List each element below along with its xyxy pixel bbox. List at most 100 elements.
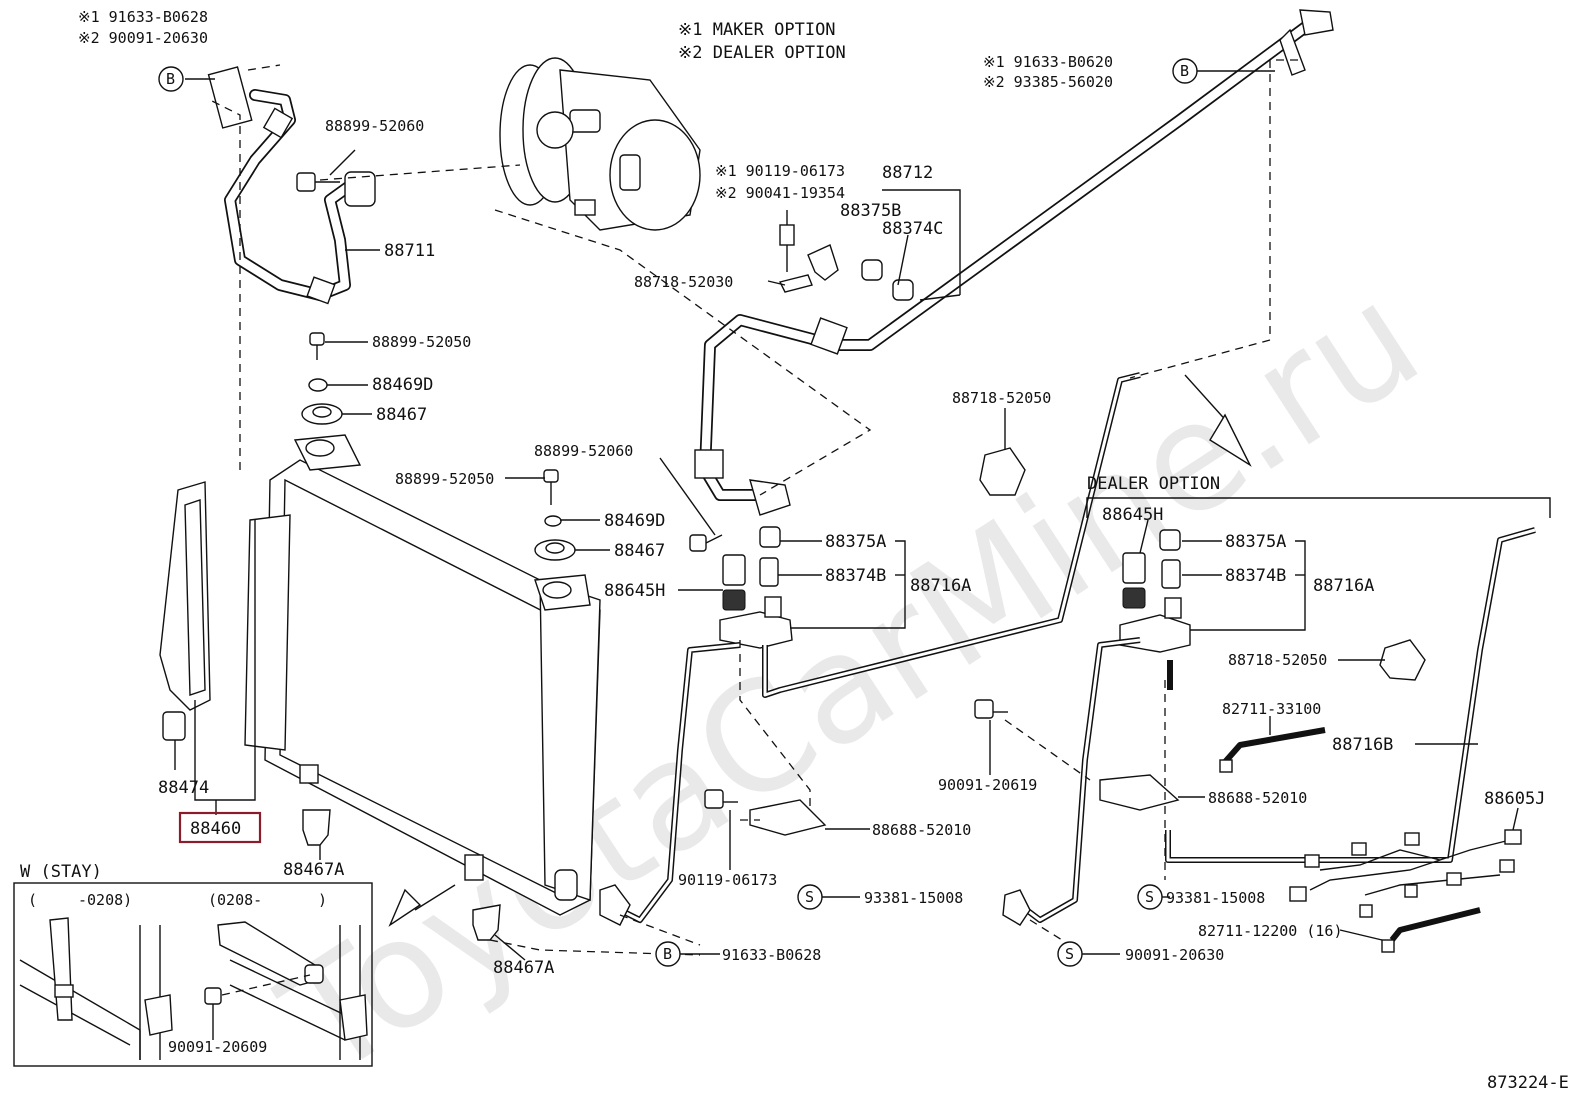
- stay-title: W (STAY): [20, 862, 102, 882]
- oring-88374C[interactable]: [892, 279, 914, 301]
- marker-s-dealer: S: [1137, 884, 1163, 910]
- label-d-88374B: 88374B: [1225, 566, 1286, 586]
- label-d-93381-15008: 93381-15008: [1166, 889, 1265, 907]
- d-bracket-88688-52010[interactable]: [1099, 774, 1180, 811]
- d-tie-82711-12200[interactable]: [1381, 907, 1481, 953]
- pipe-88712[interactable]: [694, 9, 1334, 516]
- label-tr-opt2: ※2 93385-56020: [983, 73, 1113, 91]
- stay-range-left: -0208): [78, 891, 132, 909]
- label-d-82711-33100: 82711-33100: [1222, 700, 1321, 718]
- d-pipe-88716B[interactable]: [1165, 527, 1536, 863]
- label-d-88716A: 88716A: [1313, 576, 1374, 596]
- washer-88469D-mid[interactable]: [544, 515, 562, 527]
- label-88467-top: 88467: [376, 405, 427, 425]
- label-88474: 88474: [158, 778, 209, 798]
- dashed-leaders: [209, 59, 1298, 956]
- svg-text:B: B: [1180, 62, 1189, 80]
- label-d-88718-52050: 88718-52050: [1228, 651, 1327, 669]
- oring-88374B[interactable]: [759, 557, 779, 587]
- cushion-88467-top[interactable]: [301, 403, 343, 425]
- oring-88375B[interactable]: [861, 259, 883, 281]
- label-88375A: 88375A: [825, 532, 886, 552]
- stay-range-left-open: (: [28, 891, 37, 909]
- label-88469D-top: 88469D: [372, 375, 433, 395]
- bolt-88899-52050-mid[interactable]: [543, 469, 559, 505]
- d-bolt-90091-20619[interactable]: [974, 699, 1008, 719]
- clamp-88718-52030[interactable]: [778, 244, 839, 293]
- svg-text:B: B: [663, 945, 672, 963]
- label-tr-opt1: ※1 91633-B0620: [983, 53, 1113, 71]
- d-oring-88374B[interactable]: [1161, 559, 1181, 589]
- label-bolt-opt1: ※1 90119-06173: [715, 162, 845, 180]
- label-d-90091-20630: 90091-20630: [1125, 946, 1224, 964]
- label-tl-opt2: ※2 90091-20630: [78, 29, 208, 47]
- label-88899-52050-mid: 88899-52050: [395, 470, 494, 488]
- label-d-88375A: 88375A: [1225, 532, 1286, 552]
- pipe-88716A[interactable]: [599, 372, 1141, 926]
- block-88716A[interactable]: [719, 596, 793, 649]
- label-88718-52050-mid: 88718-52050: [952, 389, 1051, 407]
- label-88645H: 88645H: [604, 581, 665, 601]
- d-plug-88375A[interactable]: [1159, 529, 1181, 551]
- label-88375B: 88375B: [840, 201, 901, 221]
- cushion-88467-mid[interactable]: [534, 539, 576, 561]
- marker-s-mid: S: [797, 884, 823, 910]
- stay-inset: W (STAY) ( -0208) (0208- ) 90091-20609: [13, 862, 373, 1067]
- diagram-code: 873224-E: [1487, 1073, 1569, 1093]
- highlight-box-88460: [178, 811, 262, 844]
- label-88716A: 88716A: [910, 576, 971, 596]
- d-tie-82711-33100[interactable]: [1219, 727, 1326, 773]
- leader-lines: [174, 70, 1519, 961]
- bolt-90119[interactable]: [779, 224, 795, 272]
- d-pressure-switch-88645H[interactable]: [1122, 552, 1146, 609]
- stay-range-right: (0208-: [208, 891, 262, 909]
- pressure-switch-88645H[interactable]: [722, 554, 746, 611]
- label-d-88645H: 88645H: [1102, 505, 1163, 525]
- d-harness-88605J[interactable]: [1289, 829, 1522, 918]
- label-88718-52030: 88718-52030: [634, 273, 733, 291]
- arrow-icon: [388, 884, 456, 927]
- label-88899-52060-mid: 88899-52060: [534, 442, 633, 460]
- label-88688-52010: 88688-52010: [872, 821, 971, 839]
- bolt-88899-52050-top[interactable]: [309, 332, 325, 360]
- svg-text:S: S: [805, 888, 814, 906]
- marker-b-top-right: B: [1172, 58, 1198, 84]
- bracket-88688-52010[interactable]: [749, 799, 827, 836]
- marker-b-top-left: B: [158, 66, 184, 92]
- note-dealer-option: ※2 DEALER OPTION: [678, 43, 846, 63]
- plug-88375A[interactable]: [759, 526, 781, 548]
- condenser-88460[interactable]: [244, 434, 601, 916]
- marker-b-bottom: B: [655, 941, 681, 967]
- cushion-88467A-left[interactable]: [302, 809, 331, 846]
- label-88899-52050-top: 88899-52050: [372, 333, 471, 351]
- label-88467-mid: 88467: [614, 541, 665, 561]
- label-90119-06173: 90119-06173: [678, 871, 777, 889]
- label-88467A-bottom: 88467A: [493, 958, 554, 978]
- washer-88469D-top[interactable]: [308, 378, 328, 392]
- label-88467A-left: 88467A: [283, 860, 344, 880]
- dealer-option-title: DEALER OPTION: [1087, 474, 1220, 494]
- clamp-88718-52050-mid[interactable]: [979, 447, 1026, 496]
- svg-text:S: S: [1065, 945, 1074, 963]
- d-pipe-88716A[interactable]: [1002, 637, 1141, 926]
- label-bolt-opt2: ※2 90041-19354: [715, 184, 845, 202]
- label-88460[interactable]: 88460: [190, 819, 241, 839]
- label-88711: 88711: [384, 241, 435, 261]
- arrow-icon: [1184, 374, 1252, 467]
- svg-text:B: B: [166, 70, 175, 88]
- svg-text:S: S: [1145, 888, 1154, 906]
- ac-compressor[interactable]: [499, 57, 701, 231]
- seal-88474[interactable]: [159, 481, 211, 741]
- bolt-90119-06173[interactable]: [704, 789, 738, 809]
- d-clamp-88718-52050[interactable]: [1379, 639, 1426, 681]
- label-91633-B0628: 91633-B0628: [722, 946, 821, 964]
- pipe-88711[interactable]: [207, 66, 376, 305]
- label-88899-52060-top: 88899-52060: [325, 117, 424, 135]
- label-d-90091-20619: 90091-20619: [938, 776, 1037, 794]
- label-d-88688-52010: 88688-52010: [1208, 789, 1307, 807]
- label-d-88716B: 88716B: [1332, 735, 1393, 755]
- bolt-88899-52060-mid[interactable]: [689, 534, 723, 552]
- bolt-88899-52060-top[interactable]: [296, 172, 340, 192]
- label-88712: 88712: [882, 163, 933, 183]
